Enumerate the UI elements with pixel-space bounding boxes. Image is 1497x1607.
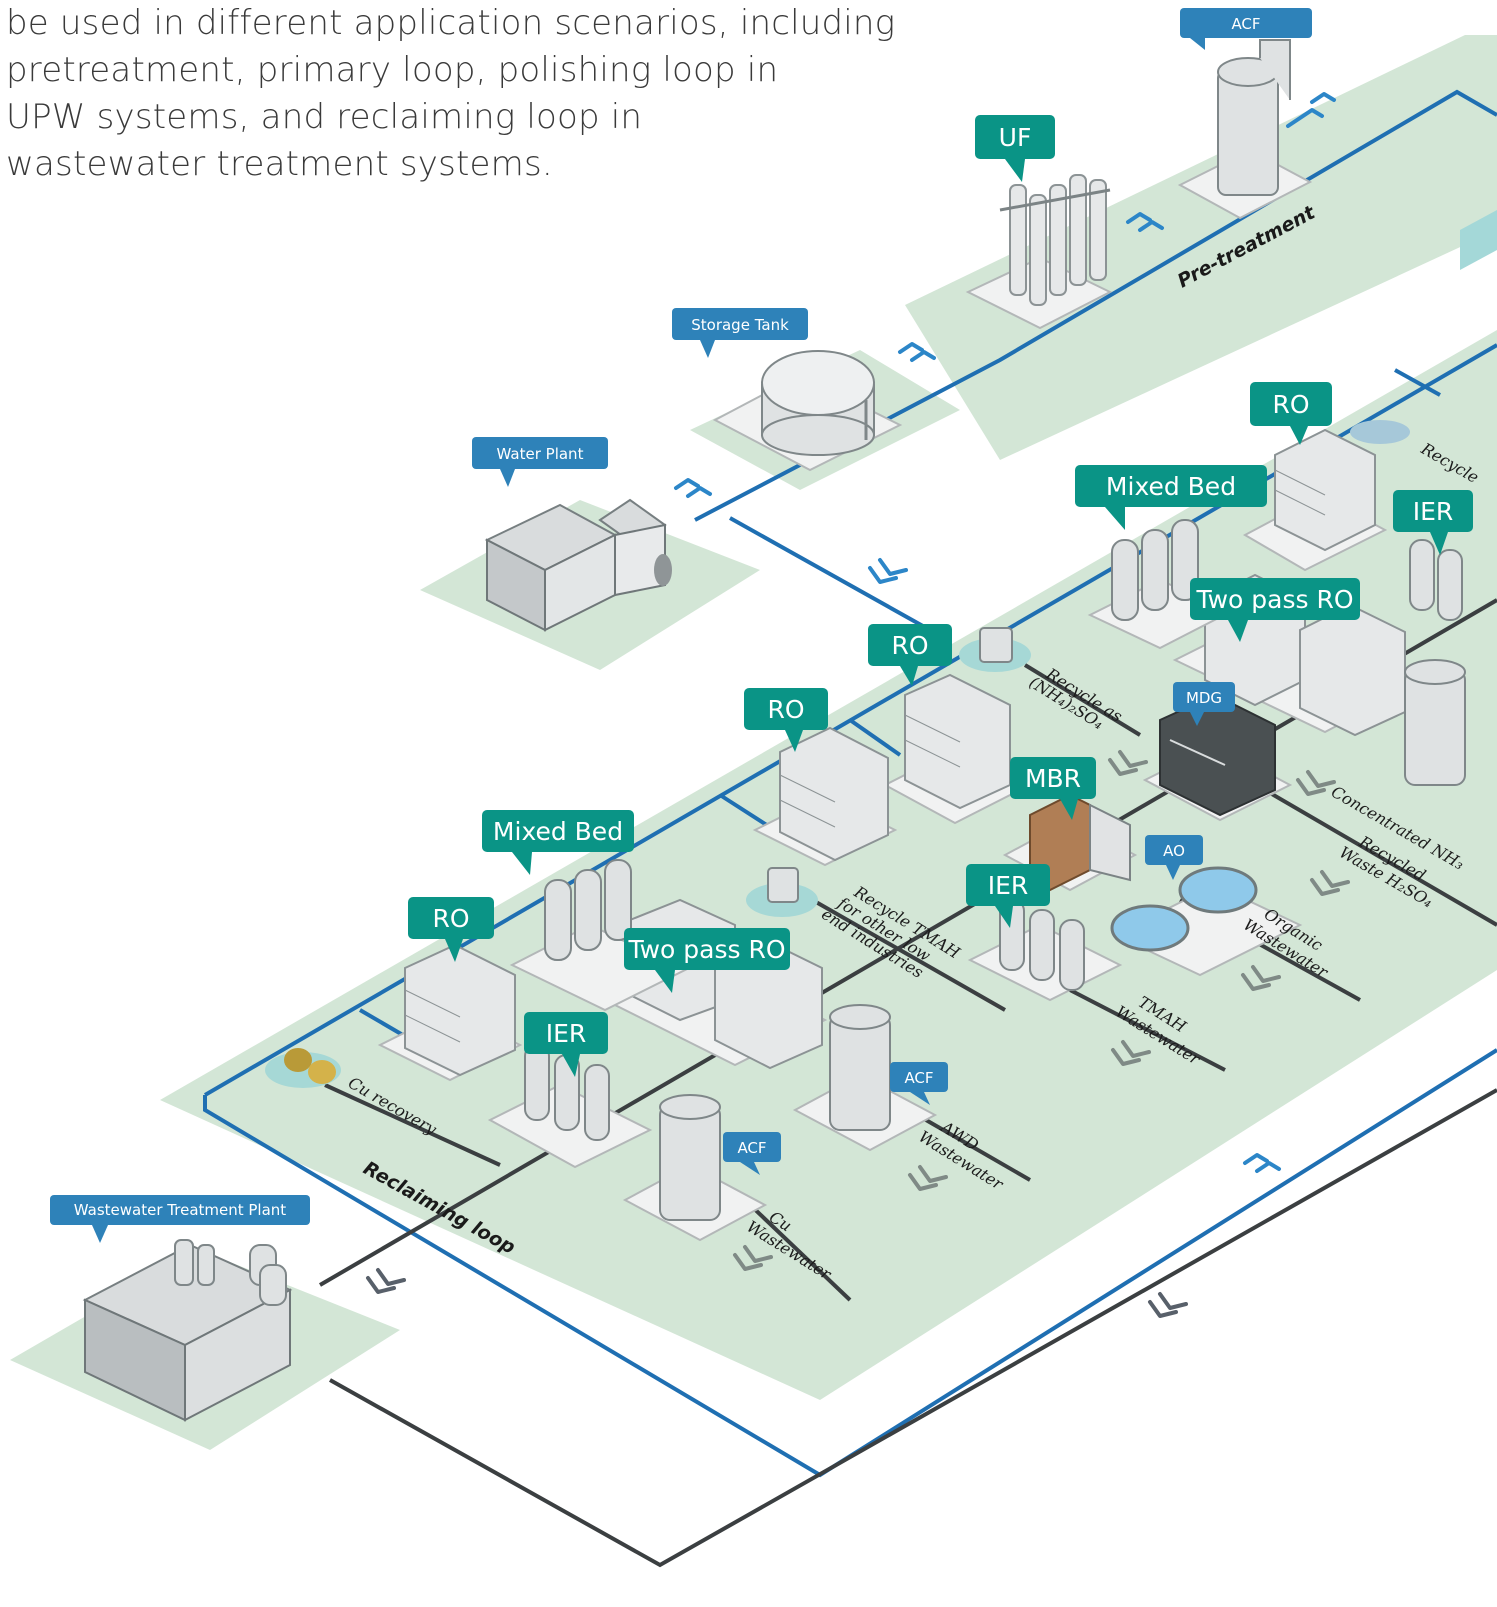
storage-tank-icon <box>712 350 903 472</box>
cu-wastewater-pipe <box>743 1198 852 1302</box>
reclaiming-left-pipe <box>203 1048 1497 1478</box>
uf-label: UF <box>999 123 1032 152</box>
ier-left-label: IER <box>546 1019 587 1048</box>
two-pass-ro-callout-left: Two pass RO <box>624 928 790 993</box>
nh4-drum-icon <box>979 627 1013 663</box>
ro-callout-top: RO <box>1250 382 1332 445</box>
ro-callout-left: RO <box>408 897 494 962</box>
ro-top-label: RO <box>1272 390 1309 419</box>
concentrated-nh-pipe <box>1263 788 1497 927</box>
ier-vessels-icon <box>487 1044 653 1169</box>
recycle-tmah-pipe <box>794 888 1006 1012</box>
recycle-nh4-pipe <box>1023 663 1142 737</box>
ro-rack-icon <box>882 673 1023 825</box>
mixed-bed-vessels-icon <box>509 859 688 1012</box>
ro-left-mid-label: RO <box>767 695 804 724</box>
mdg-module-icon <box>1142 693 1293 822</box>
acf-vessel-icon <box>1404 659 1466 786</box>
acf-low-callout: ACF <box>723 1132 781 1175</box>
intro-line: UPW systems, and reclaiming loop in <box>6 97 643 137</box>
ier-callout-left: IER <box>524 1012 608 1077</box>
wastewater-plant-building-icon <box>82 1239 293 1422</box>
ier-callout-right: IER <box>1393 490 1473 555</box>
recycle-pile-disk <box>1350 420 1410 444</box>
mdg-callout: MDG <box>1173 682 1235 726</box>
acf-mid-callout: ACF <box>890 1062 948 1105</box>
water-plant-callout: Water Plant <box>472 437 608 487</box>
ao-callout: AO <box>1145 835 1203 880</box>
intro-paragraph: be used in different application scenari… <box>6 0 906 188</box>
ro-header-pipe-4 <box>1394 368 1441 397</box>
offscreen-zone-fragment <box>1460 210 1497 270</box>
mixed-bed-callout-top: Mixed Bed <box>1075 465 1267 530</box>
ro-header-pipe-3 <box>848 718 902 757</box>
storage-tank-callout: Storage Tank <box>672 308 808 358</box>
tmah-drum-icon <box>767 867 799 903</box>
wastewater-plant-label: Wastewater Treatment Plant <box>74 1201 286 1219</box>
two-pass-ro-callout-right: Two pass RO <box>1190 578 1360 642</box>
two-pass-ro-right-label: Two pass RO <box>1195 585 1353 614</box>
uf-callout: UF <box>975 115 1055 182</box>
mdg-label: MDG <box>1186 689 1222 707</box>
water-plant-building-icon <box>484 498 672 632</box>
acf-vessel-icon <box>1177 39 1313 220</box>
acf-top-callout: ACF <box>1180 8 1312 50</box>
storage-tank-label: Storage Tank <box>691 316 789 334</box>
mbr-callout: MBR <box>1010 757 1096 820</box>
two-pass-ro-left-label: Two pass RO <box>627 935 785 964</box>
wastewater-plant-callout: Wastewater Treatment Plant <box>50 1195 310 1243</box>
ier-vessels-icon <box>967 899 1123 1002</box>
water-plant-branch-pipe <box>729 516 931 632</box>
ier-vessels-icon <box>1409 539 1463 621</box>
acf-vessel-icon <box>622 1094 768 1242</box>
acf-top-label: ACF <box>1231 15 1260 33</box>
mixed-bed-top-label: Mixed Bed <box>1106 472 1236 501</box>
ier-mid-label: IER <box>988 871 1029 900</box>
mixed-bed-left-label: Mixed Bed <box>493 817 623 846</box>
ao-basin-icon <box>1110 866 1303 977</box>
ro-left-label: RO <box>432 904 469 933</box>
ro-callout-left-mid: RO <box>744 688 828 752</box>
pretreatment-zone <box>905 35 1497 460</box>
water-plant-label: Water Plant <box>497 445 584 463</box>
ier-callout-mid: IER <box>966 864 1050 928</box>
uf-skid-icon <box>965 174 1113 330</box>
intro-line: wastewater treatment systems. <box>6 144 553 184</box>
acf-vessel-icon <box>792 1004 938 1152</box>
copper-coil-icon <box>284 1048 336 1084</box>
acf-low-label: ACF <box>737 1139 766 1157</box>
ro-rack-icon <box>1242 428 1388 572</box>
mixed-bed-callout-left: Mixed Bed <box>482 810 634 875</box>
ro-rack-icon <box>377 943 523 1082</box>
acf-mid-label: ACF <box>904 1069 933 1087</box>
intro-line: pretreatment, primary loop, polishing lo… <box>6 50 779 90</box>
main-return-pipe <box>329 1088 1497 1568</box>
ier-right-label: IER <box>1413 497 1454 526</box>
cu-recovery-pipe <box>324 1083 501 1167</box>
ro-callout-mid: RO <box>868 624 952 686</box>
ro-mid-label: RO <box>891 631 928 660</box>
tmah-wastewater-pipe <box>1069 988 1226 1072</box>
mbr-label: MBR <box>1025 764 1081 793</box>
intro-line: be used in different application scenari… <box>6 3 896 43</box>
ao-label: AO <box>1163 842 1185 860</box>
flow-chevron-icon <box>366 92 1350 1318</box>
ro-rack-icon <box>752 726 898 867</box>
